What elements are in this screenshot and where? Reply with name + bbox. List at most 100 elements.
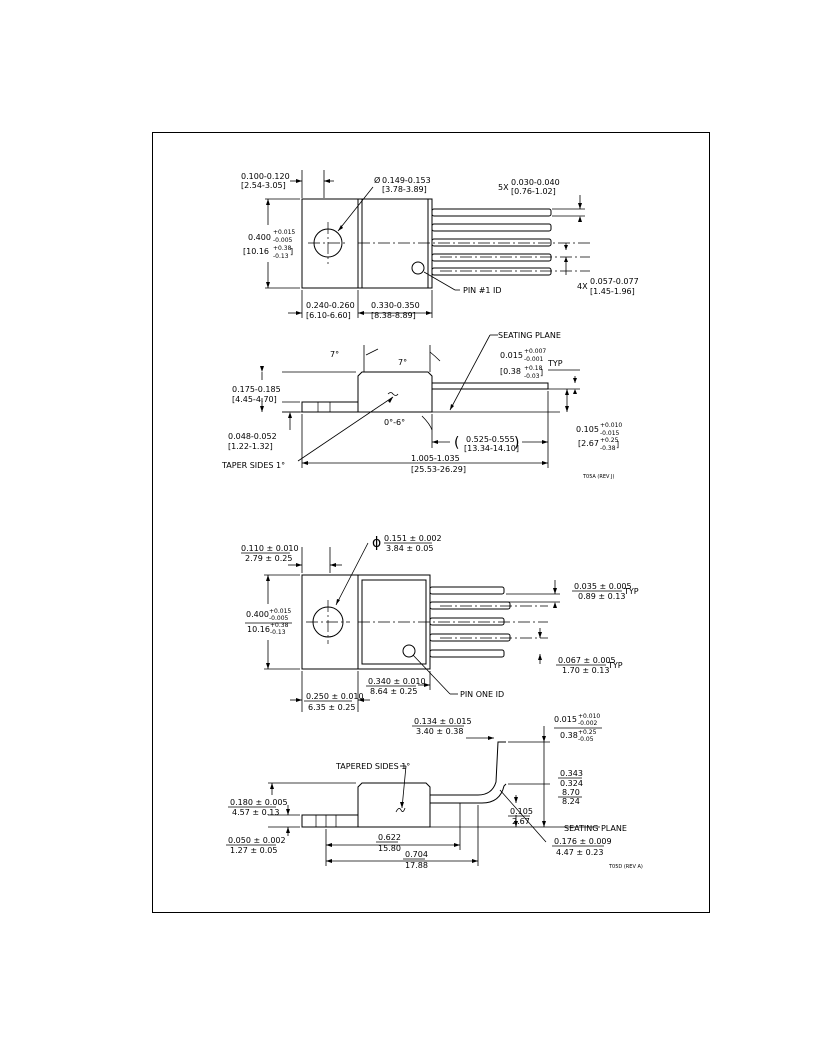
side-outline [301,741,507,828]
dim-b-lead-offset: 0.105 [510,807,533,816]
dim-b-height-tol-p: +0.015 [269,608,291,615]
dim-a-lead-pitch: 0.057-0.077 [590,277,639,286]
dim-a-lead-offset-tol-m: -0.015 [600,430,620,437]
dim-a-lead-offset-mm-tol-m: -0.38 [600,445,616,452]
dim-b-lead-width-note: TYP [623,587,639,596]
dim-b-lead-thk-tol-p: +0.010 [578,713,600,720]
dim-a-body-left-mm: [6.10-6.60] [306,311,351,320]
dim-b-hole-sym: ϕ [372,535,381,551]
dim-a-lead-len-mm: [13.34-14.10] [464,444,519,453]
dim-b-height-tol-m: -0.005 [269,615,289,622]
label-a-pin-id: PIN #1 ID [463,286,502,295]
dim-a-angle-bottom: 0°-6° [384,418,405,427]
drawing-b-top-view: ϕ 0.151 ± 0.002 3.84 ± 0.05 0.110 ± 0.01… [241,534,639,712]
dim-a-lead-thk-note: TYP [547,359,563,368]
dim-a-lead-pitch-mult: 4X [577,282,588,291]
dim-b-hole-dia-mm: 3.84 ± 0.05 [386,544,433,553]
dim-b-bend-in-a: 0.343 [560,769,583,778]
dim-b-lead-pitch: 0.067 ± 0.005 [558,656,616,665]
drawing-a-side-view: SEATING PLANE 7° 7° 0.015 +0.007 -0.001 … [221,331,622,480]
dim-b-lead-width: 0.035 ± 0.005 [574,582,632,591]
dim-b-seat-mm: 4.47 ± 0.23 [556,848,603,857]
drawing-a-top-view: 0.100-0.120 [2.54-3.05] Ø 0.149-0.153 [3… [241,170,639,320]
dim-a-overall: 1.005-1.035 [411,454,460,463]
dim-b-lead-offset-mm: 2.67 [512,817,530,826]
dimension-labels: ϕ 0.151 ± 0.002 3.84 ± 0.05 0.110 ± 0.01… [241,534,639,712]
dim-b-body-left: 0.250 ± 0.010 [306,692,364,701]
dim-b-tab-thk-mm: 1.27 ± 0.05 [230,846,277,855]
dim-b-height: 0.400 [246,610,269,619]
dim-a-lead-offset-mm-tol-p: +0.25 [600,437,619,444]
dim-a-body-height: 0.175-0.185 [232,385,281,394]
dim-a-lead-offset: 0.105 [576,425,599,434]
dim-a-height: 0.400 [248,233,271,242]
dim-a-lead-offset-tol-p: +0.010 [600,422,622,429]
label-b-pin-id: PIN ONE ID [460,690,504,699]
dim-b-704: 0.704 [405,850,428,859]
dim-b-body-height: 0.180 ± 0.005 [230,798,288,807]
dim-a-lead-thk-mm-tol-p: +0.18 [524,365,543,372]
dim-b-tab-thk: 0.050 ± 0.002 [228,836,286,845]
pin-one-id-dot [402,644,416,658]
side-outline [301,371,549,413]
dim-b-tab-width: 0.110 ± 0.010 [241,544,299,553]
dim-b-tab-width-mm: 2.79 ± 0.25 [245,554,292,563]
dim-a-height-tol-m: -0.005 [273,237,293,244]
dim-b-lead-thk-mm-tol-m: -0.05 [578,736,594,743]
drawing-b-side-view: 0.134 ± 0.015 3.40 ± 0.38 0.015 +0.010 -… [226,713,643,870]
dim-b-hole-dia: 0.151 ± 0.002 [384,534,442,543]
dim-a-angle-right: 7° [398,358,407,367]
tab-outline [301,198,359,289]
dimension-labels: 0.134 ± 0.015 3.40 ± 0.38 0.015 +0.010 -… [226,713,643,870]
dim-b-lead-thk-mm: 0.38 [560,731,578,740]
label-b-taper: TAPERED SIDES 1° [335,762,410,771]
drawing-frame [152,132,710,913]
dim-b-lead-width-mm: 3.40 ± 0.38 [416,727,463,736]
dim-a-lead-len-close: ) [514,435,519,451]
dimension-lines [260,334,580,468]
dim-b-height-mm: 10.16 [247,625,270,634]
dim-a-lead-width: 0.030-0.040 [511,178,560,187]
dim-b-lead-pitch-note: TYP [607,661,623,670]
dim-b-seat: 0.176 ± 0.009 [554,837,612,846]
dim-b-622: 0.622 [378,833,401,842]
dimension-labels: 0.100-0.120 [2.54-3.05] Ø 0.149-0.153 [3… [241,172,639,320]
dim-a-lead-width-mult: 5X [498,183,509,192]
label-b-rev: T05D (REV A) [608,864,643,870]
dimension-lines [268,726,600,866]
dim-a-lead-offset-mm: [2.67 [578,439,599,448]
dim-a-lead-thk-tol-m: -0.001 [524,356,544,363]
leads [358,208,590,276]
dim-a-lead-len-open: ( [454,435,459,451]
label-a-taper: TAPER SIDES 1° [221,461,285,470]
dimension-labels: SEATING PLANE 7° 7° 0.015 +0.007 -0.001 … [221,331,622,480]
body-outline [357,198,433,289]
dimension-lines [265,170,585,318]
dim-a-height-tol-p: +0.015 [273,229,295,236]
dim-b-lead-pitch-mm: 1.70 ± 0.13 [562,666,609,675]
dim-a-tab-width: 0.100-0.120 [241,172,290,181]
dim-a-body-right-mm: [8.38-8.89] [371,311,416,320]
dim-b-622-mm: 15.80 [378,844,401,853]
dim-a-lead-pitch-mm: [1.45-1.96] [590,287,635,296]
dim-a-height-mm: [10.16 [243,247,269,256]
dim-a-body-height-mm: [4.45-4.70] [232,395,277,404]
dim-b-lead-thk: 0.015 [554,715,577,724]
dim-a-lead-thk-mm-tol-m: -0.03 [524,373,540,380]
label-a-seating-plane: SEATING PLANE [498,331,561,340]
dim-b-body-left-mm: 6.35 ± 0.25 [308,703,355,712]
dim-a-lead-thk: 0.015 [500,351,523,360]
dim-b-bend-mm-b: 8.24 [562,797,580,806]
dim-b-bend-mm-a: 8.70 [562,788,580,797]
dim-a-body-left: 0.240-0.260 [306,301,355,310]
dim-a-lead-width-mm: [0.76-1.02] [511,187,556,196]
dim-b-height-mm-tol-m: -0.13 [270,629,286,636]
dim-b-body-height-mm: 4.57 ± 0.13 [232,808,279,817]
dim-a-lead-offset-mm-close: ] [616,440,619,449]
dim-b-body-right-mm: 8.64 ± 0.25 [370,687,417,696]
dim-a-lead-thk-tol-p: +0.007 [524,348,546,355]
dim-a-height-mm-tol-p: +0.38 [273,245,292,252]
pin-one-id-dot [411,261,425,275]
dim-b-lead-thk-tol-m: -0.002 [578,720,598,727]
